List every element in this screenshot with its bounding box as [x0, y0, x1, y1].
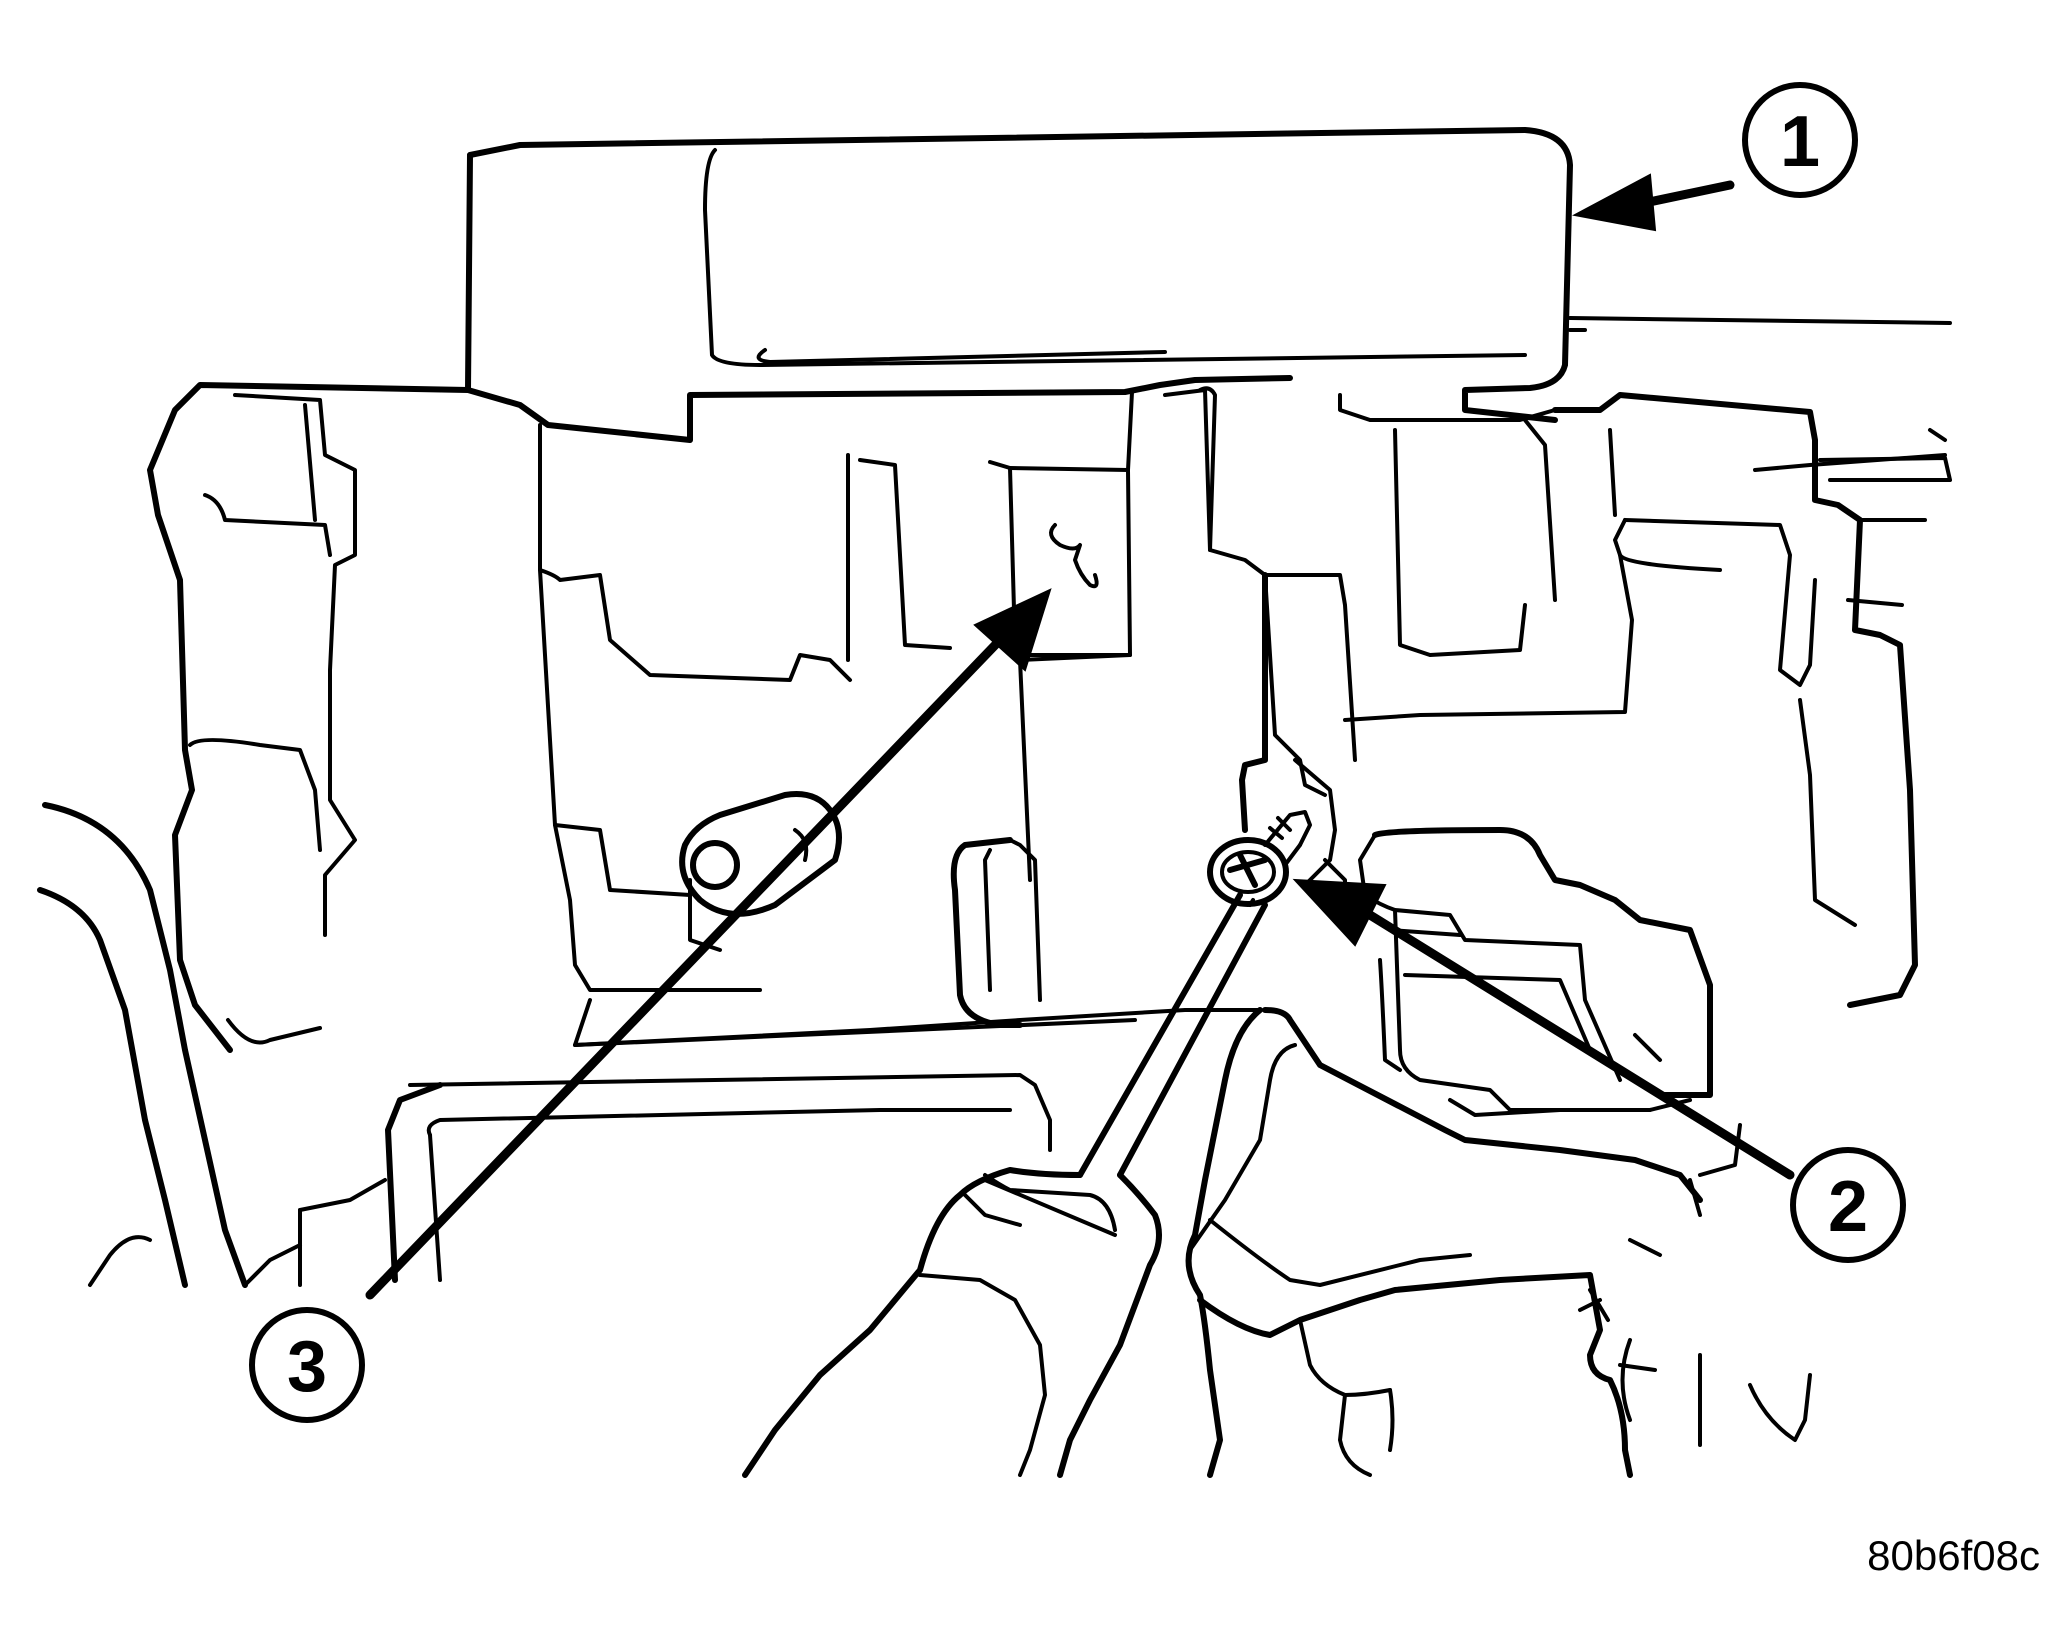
- wire-harness: [37, 802, 302, 1288]
- callout-3-label: 3: [287, 1327, 327, 1407]
- retaining-clip: [1049, 523, 1099, 589]
- connector-block: [1358, 827, 1713, 1117]
- arrowhead-1: [1572, 173, 1657, 232]
- leader-line-3: [365, 635, 1005, 1300]
- callout-1: 1: [1742, 82, 1858, 198]
- callout-2: 2: [1790, 1147, 1906, 1263]
- figure-code: 80b6f08c: [1867, 1532, 2040, 1579]
- housing: [147, 382, 1952, 1287]
- leader-line-2: [1365, 910, 1795, 1180]
- screwdriver: [742, 892, 1268, 1478]
- callout-1-label: 1: [1780, 102, 1820, 182]
- duct-tube: [950, 837, 1042, 1028]
- hand: [1185, 1007, 1812, 1478]
- arrowhead-2: [1292, 878, 1387, 947]
- bracket-boss: [679, 791, 842, 952]
- arrowhead-3: [973, 588, 1052, 672]
- callout-2-label: 2: [1828, 1167, 1868, 1247]
- leader-arrows: [365, 173, 1795, 1300]
- callout-3: 3: [249, 1307, 365, 1423]
- module-cover: [465, 127, 1952, 443]
- fastener-screw: [1207, 810, 1312, 907]
